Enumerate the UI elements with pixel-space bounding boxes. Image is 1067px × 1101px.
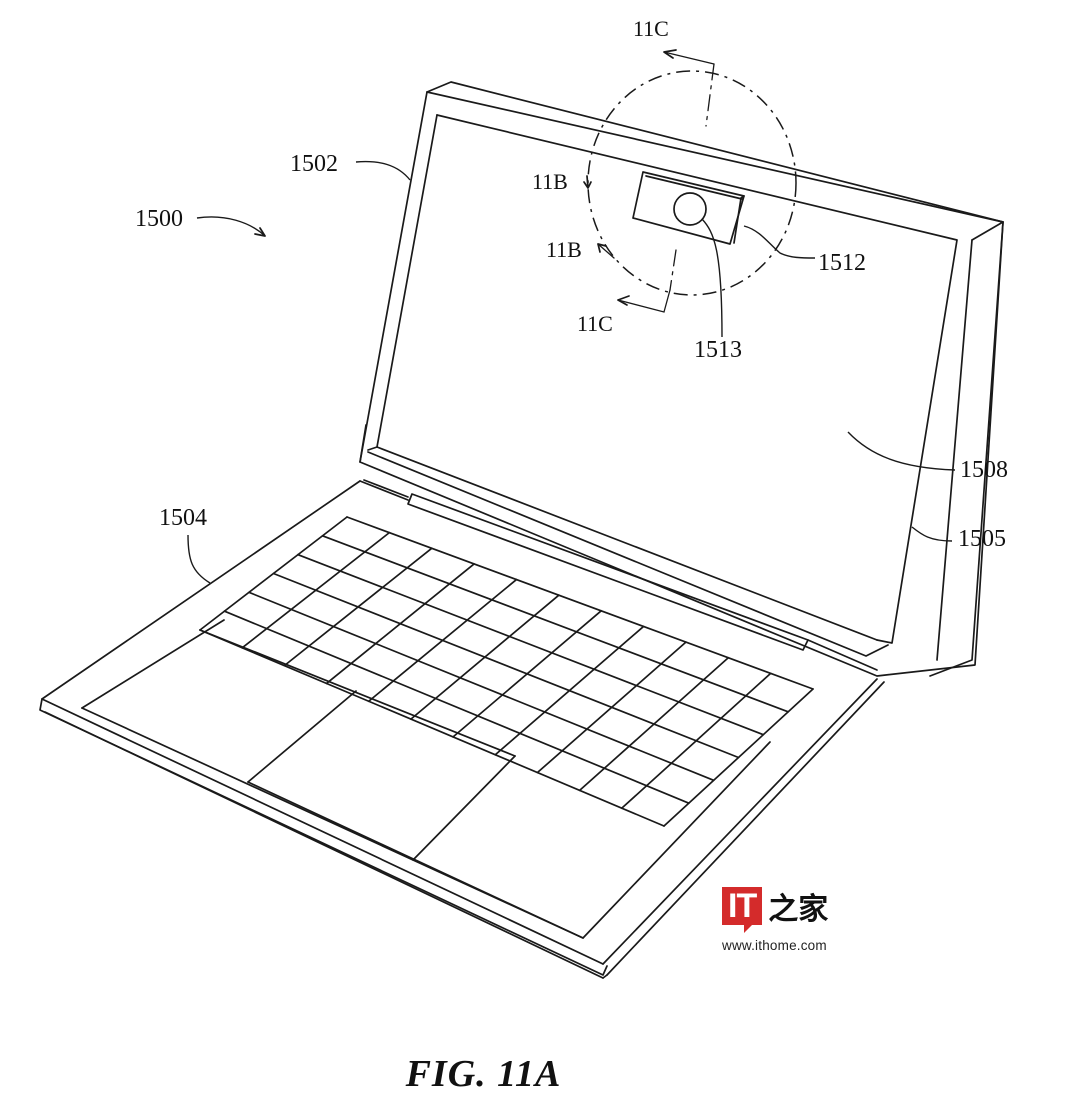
section-11b-top: 11B — [532, 169, 568, 194]
display-panel — [367, 114, 958, 657]
keyboard-grid-line — [536, 641, 687, 774]
keyboard-grid-line — [241, 531, 391, 649]
label-1512: 1512 — [818, 250, 866, 276]
keyboard-grid-line — [346, 516, 814, 690]
keyboard-grid-line — [297, 553, 765, 736]
leader-lines — [187, 160, 956, 584]
keyboard-grid-line — [410, 594, 560, 720]
label-1508: 1508 — [960, 457, 1008, 483]
trackpad — [199, 629, 584, 939]
section-11b-bottom: 11B — [546, 237, 582, 262]
label-1505: 1505 — [958, 526, 1006, 552]
keyboard — [199, 516, 814, 827]
camera-lens — [673, 192, 707, 226]
keyboard-grid-line — [494, 625, 645, 756]
keyboard-grid-line — [223, 610, 690, 805]
label-1500: 1500 — [135, 206, 183, 232]
keyboard-grid-line — [578, 656, 730, 792]
ithome-logo-cn: 之家 — [768, 892, 829, 927]
keyboard-grid-line — [321, 534, 790, 713]
label-1504: 1504 — [159, 505, 207, 531]
keyboard-grid-line — [272, 572, 740, 759]
keyboard-grid-line — [199, 629, 665, 827]
keyboard-grid-line — [248, 591, 715, 782]
figure-caption: FIG. 11A — [405, 1053, 562, 1095]
section-11c-bottom: 11C — [577, 311, 613, 336]
base-housing — [39, 480, 885, 979]
keyboard-grid-line — [325, 563, 475, 685]
ithome-watermark: IT 之家 www.ithome.com — [722, 884, 847, 953]
hinge — [363, 479, 878, 671]
label-1513: 1513 — [694, 337, 742, 363]
ithome-logo: IT — [722, 887, 763, 933]
section-11c-top: 11C — [633, 16, 669, 41]
keyboard-grid-line — [452, 609, 603, 738]
label-1502: 1502 — [290, 151, 338, 177]
keyboard-grid-line — [663, 688, 814, 827]
keyboard-grid-line — [283, 547, 433, 667]
keyboard-grid-line — [199, 516, 348, 631]
display-housing — [359, 81, 1004, 677]
section-indicators — [583, 49, 797, 313]
keyboard-grid-line — [620, 672, 772, 810]
keyboard-grid-line — [367, 578, 518, 703]
ithome-url: www.ithome.com — [722, 938, 827, 953]
camera-module — [632, 171, 745, 245]
